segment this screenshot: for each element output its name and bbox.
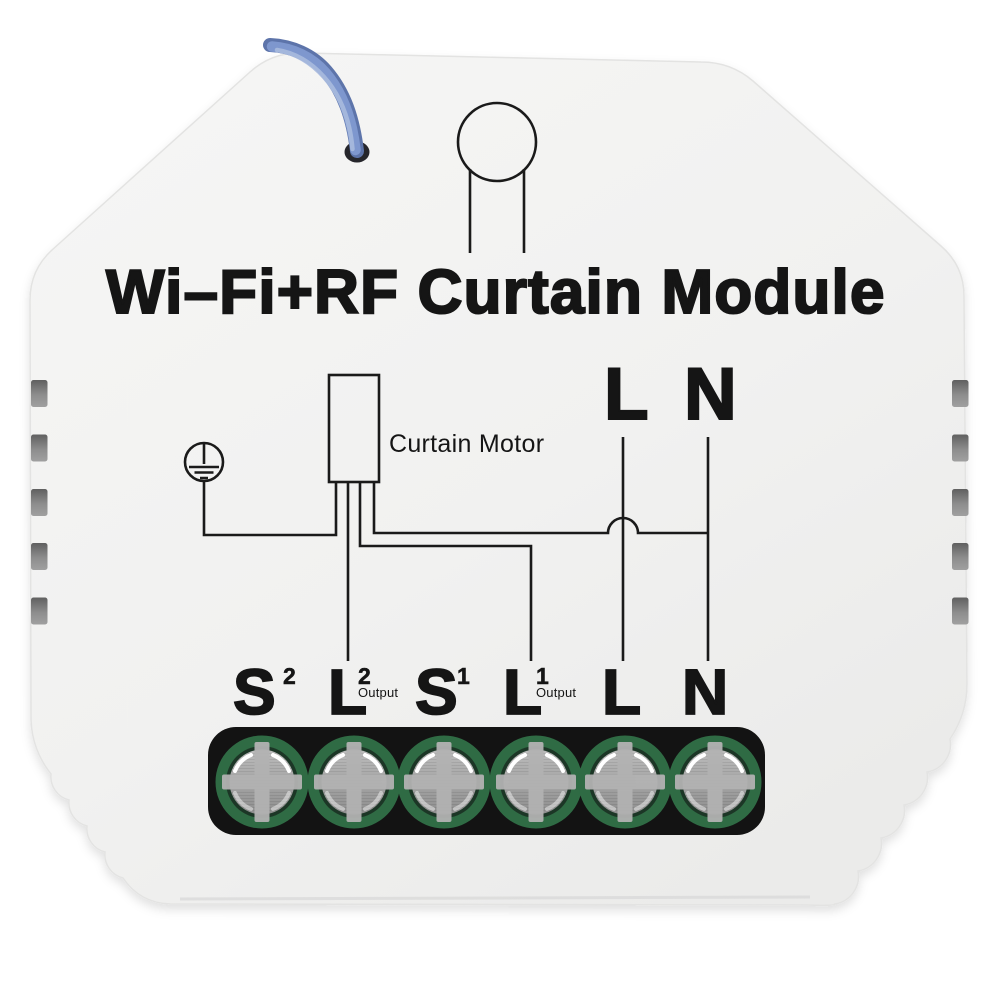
- terminal-screw: [213, 733, 311, 831]
- terminal-sup-s2: 2: [283, 663, 296, 689]
- terminal-sup-l2: 2: [358, 663, 371, 689]
- mains-live-label: L: [603, 354, 650, 435]
- terminal-screw: [305, 733, 403, 831]
- wire-motor-neutral: [372, 482, 708, 535]
- terminal-label-l: L: [601, 656, 642, 728]
- terminal-label-s2: S: [232, 656, 276, 728]
- wire-ground: [202, 481, 338, 537]
- terminal-label-l2: L: [327, 656, 368, 728]
- rf-antenna-wire: [263, 38, 370, 163]
- terminal-sup-l1: 1: [536, 663, 549, 689]
- terminal-label-l1: L: [502, 656, 543, 728]
- terminal-screw: [395, 733, 493, 831]
- curtain-motor-box: [327, 373, 381, 484]
- keyhole-cutout-icon: [456, 101, 538, 253]
- terminal-note-l2-output: Output: [358, 685, 399, 700]
- wire-l1-output: [358, 482, 533, 661]
- terminal-note-l1-output: Output: [536, 685, 577, 700]
- module-body: [29, 52, 968, 907]
- mains-neutral-label: N: [683, 354, 738, 435]
- curtain-motor-label: Curtain Motor: [389, 430, 545, 458]
- terminal-sup-s1: 1: [457, 663, 470, 689]
- terminal-label-n: N: [681, 656, 729, 728]
- terminal-label-s1: S: [414, 656, 458, 728]
- product-title: Wi–Fi+RF Curtain Module: [105, 258, 886, 327]
- bottom-edge-bevel: [179, 895, 811, 901]
- terminal-screw: [576, 733, 674, 831]
- terminal-screw: [487, 733, 585, 831]
- terminal-screw: [666, 733, 764, 831]
